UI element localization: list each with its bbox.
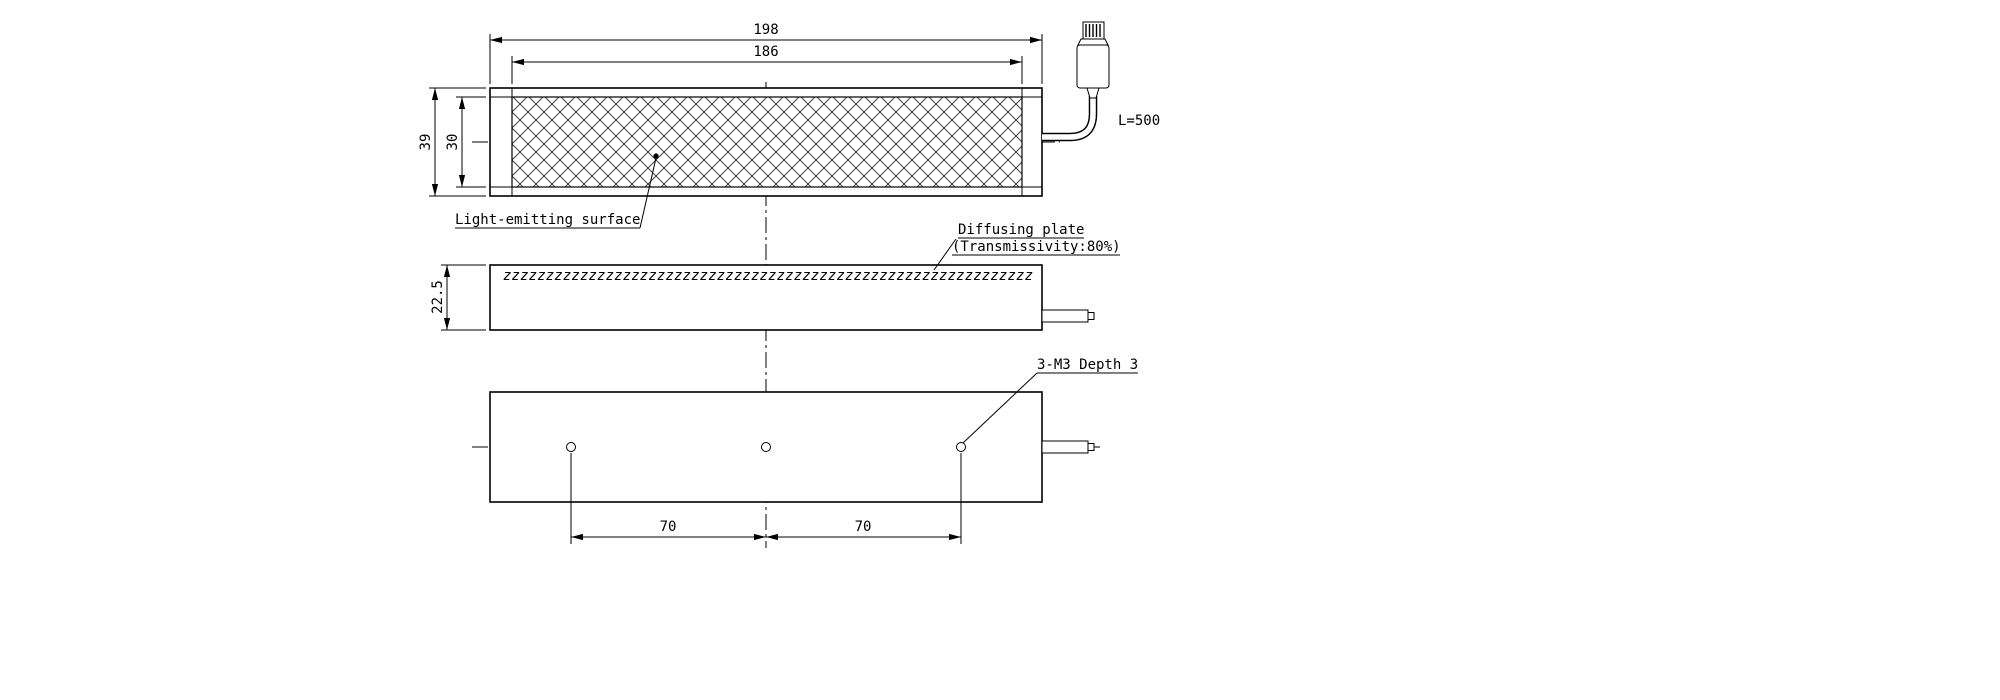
mounting-holes xyxy=(566,442,966,452)
callout-leader xyxy=(962,372,1038,444)
diffusing-hatch-text: zzzzzzzzzzzzzzzzzzzzzzzzzzzzzzzzzzzzzzzz… xyxy=(503,268,1033,284)
side-view-cable-stub xyxy=(1041,309,1095,323)
cable-core xyxy=(1042,96,1096,140)
connector-neck xyxy=(1077,38,1109,46)
diffusing-plate-callout: Diffusing plate (Transmissivity:80%) xyxy=(933,222,1121,271)
dim-hole-spacing-right-label: 70 xyxy=(855,519,872,535)
diffusing-plate-label: Diffusing plate xyxy=(958,222,1084,238)
mounting-hole-left xyxy=(566,442,576,452)
dim-inner-height-label: 30 xyxy=(445,134,461,151)
connector xyxy=(1076,21,1110,99)
callout-leader xyxy=(639,157,657,229)
top-view: 198 186 39 30 Light-emitting surfac xyxy=(418,21,1160,229)
mounting-holes-callout: 3-M3 Depth 3 xyxy=(962,357,1138,444)
callout-dot xyxy=(653,153,659,159)
side-view-body-outline xyxy=(489,264,1043,331)
dim-hole-spacing: 70 70 xyxy=(570,453,962,544)
light-emitting-area xyxy=(511,96,1023,188)
transmissivity-label: (Transmissivity:80%) xyxy=(952,239,1121,255)
dim-side-height: 22.5 xyxy=(430,264,486,331)
cable-length-label: L=500 xyxy=(1118,113,1160,129)
mounting-hole-right xyxy=(956,442,966,452)
light-emitting-surface-callout: Light-emitting surface xyxy=(455,153,659,229)
dim-outer-width-label: 198 xyxy=(753,22,778,38)
light-emitting-surface-label: Light-emitting surface xyxy=(455,212,640,228)
dim-inner-width: 186 xyxy=(511,44,1023,84)
cable-stub-tip xyxy=(1087,443,1095,451)
dim-outer-height: 39 xyxy=(418,87,486,197)
connector-body xyxy=(1076,44,1110,89)
bottom-view: 3-M3 Depth 3 70 70 xyxy=(489,357,1138,544)
connector-strain-relief xyxy=(1086,87,1100,99)
dim-hole-spacing-left-label: 70 xyxy=(660,519,677,535)
dim-outer-height-label: 39 xyxy=(418,134,434,151)
dim-inner-width-label: 186 xyxy=(753,44,778,60)
mounting-holes-label: 3-M3 Depth 3 xyxy=(1037,357,1138,373)
connector-and-cable: L=500 xyxy=(1042,21,1160,142)
connector-ribs xyxy=(1085,24,1101,37)
cable-stub xyxy=(1041,309,1089,323)
side-view: zzzzzzzzzzzzzzzzzzzzzzzzzzzzzzzzzzzzzzzz… xyxy=(430,222,1121,331)
cable-stub-tip xyxy=(1087,312,1095,320)
mounting-hole-center xyxy=(761,442,771,452)
callout-leader xyxy=(933,238,957,271)
dim-outer-width: 198 xyxy=(489,22,1043,84)
bottom-view-cable-stub xyxy=(1041,440,1095,454)
cable-stub xyxy=(1041,440,1089,454)
dim-inner-height: 30 xyxy=(445,96,486,188)
dim-side-height-label: 22.5 xyxy=(430,280,446,314)
